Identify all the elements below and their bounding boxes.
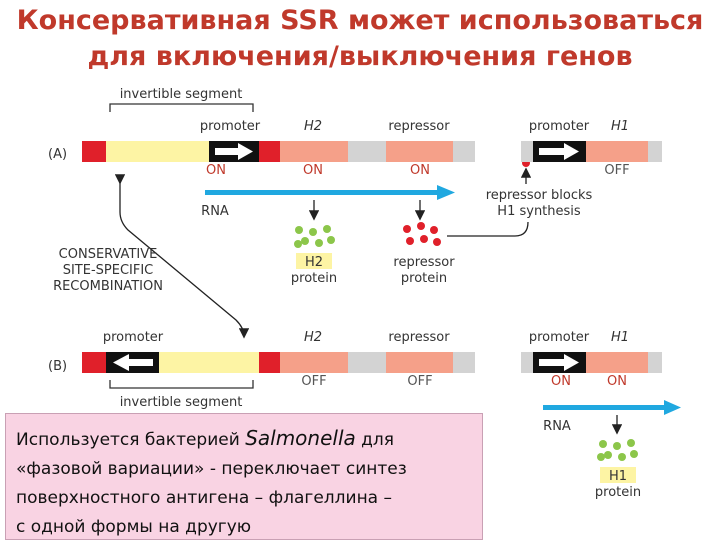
promoter-arrow-left-b bbox=[113, 354, 153, 371]
spacer-a bbox=[348, 141, 386, 162]
note-line-2: «фазовой вариации» - переключает синтез bbox=[16, 459, 407, 479]
repressor-label-a: repressor bbox=[388, 119, 450, 134]
h1-promoter-label-a: promoter bbox=[529, 119, 590, 134]
promoter-label-a: promoter bbox=[200, 119, 261, 134]
panel-b-label: (B) bbox=[48, 359, 67, 374]
off-h2-b: OFF bbox=[301, 374, 326, 389]
repressor-connector-line bbox=[447, 221, 529, 237]
on-repressor-a: ON bbox=[410, 163, 430, 178]
on-h2-a: ON bbox=[303, 163, 323, 178]
rna-arrow-a bbox=[205, 185, 455, 200]
note-line-4: с одной формы на другую bbox=[16, 517, 252, 537]
recombination-double-arrow bbox=[114, 174, 250, 339]
h2-protein-highlight bbox=[296, 253, 332, 269]
h1-protein-label: protein bbox=[595, 485, 641, 500]
invertible-segment-bracket-bottom bbox=[109, 380, 254, 389]
slide-title-line-2: для включения/выключения генов bbox=[87, 41, 633, 72]
h2-protein-label: protein bbox=[291, 271, 337, 286]
rna-label-a: RNA bbox=[201, 204, 229, 219]
spacer-end-b bbox=[453, 352, 475, 373]
invertible-segment-label-bottom: invertible segment bbox=[120, 395, 243, 410]
h1-spacer-b bbox=[521, 352, 533, 373]
recombination-site-right-a bbox=[259, 141, 280, 162]
h1-spacer-end-b bbox=[648, 352, 662, 373]
note-line-3: поверхностного антигена – флагеллина – bbox=[16, 488, 393, 508]
recombination-site-left-b bbox=[82, 352, 106, 373]
invertible-region-b bbox=[159, 352, 259, 373]
recombination-site-right-b bbox=[259, 352, 280, 373]
recombination-site-left-a bbox=[82, 141, 106, 162]
h1-gene-b bbox=[586, 352, 648, 373]
recombination-label-1: CONSERVATIVE bbox=[59, 247, 158, 262]
h1-spacer-end-a bbox=[648, 141, 662, 162]
note-line-1: Используется бактерией Salmonella для bbox=[16, 424, 472, 455]
h2-protein-gene-label: H2 bbox=[305, 255, 323, 270]
repressor-protein-label-2: protein bbox=[401, 271, 447, 286]
h1-spacer-a bbox=[521, 141, 533, 162]
h2-label-a: H2 bbox=[304, 119, 322, 134]
salmonella-note: Используется бактерией Salmonella для «ф… bbox=[5, 413, 483, 540]
promoter-arrow-right-a bbox=[215, 143, 253, 160]
repressor-label-b: repressor bbox=[388, 330, 450, 345]
repressor-protein-label-1: repressor bbox=[393, 255, 455, 270]
h1-promoter-arrow-a bbox=[539, 143, 579, 160]
note-text-1a: Используется бактерией bbox=[16, 430, 246, 450]
spacer-b bbox=[348, 352, 386, 373]
h2-label-b: H2 bbox=[304, 330, 322, 345]
h1-label-b: H1 bbox=[611, 330, 629, 345]
off-repressor-b: OFF bbox=[407, 374, 432, 389]
h2-protein-dots bbox=[294, 225, 335, 248]
off-h1-a: OFF bbox=[604, 163, 629, 178]
note-salmonella: Salmonella bbox=[245, 426, 356, 450]
recombination-label-3: RECOMBINATION bbox=[53, 279, 163, 294]
recombination-label-2: SITE-SPECIFIC bbox=[63, 263, 154, 278]
rna-arrow-b bbox=[543, 400, 681, 415]
rna-label-b: RNA bbox=[543, 419, 571, 434]
invertible-region-a bbox=[106, 141, 209, 162]
repressor-gene-b bbox=[386, 352, 453, 373]
repressor-gene-a bbox=[386, 141, 453, 162]
h1-promoter-label-b: promoter bbox=[529, 330, 590, 345]
h1-gene-a bbox=[586, 141, 648, 162]
h1-protein-gene-label: H1 bbox=[609, 469, 627, 484]
on-promoter-a: ON bbox=[206, 163, 226, 178]
h2-gene-a bbox=[280, 141, 348, 162]
repressor-blocks-label-2: H1 synthesis bbox=[497, 204, 581, 219]
note-text-1c: для bbox=[355, 430, 395, 450]
h1-label-a: H1 bbox=[611, 119, 629, 134]
repressor-blocks-label-1: repressor blocks bbox=[486, 188, 593, 203]
panel-a-label: (A) bbox=[48, 147, 67, 162]
h2-gene-b bbox=[280, 352, 348, 373]
promoter-label-b: promoter bbox=[103, 330, 164, 345]
h1-protein-dots bbox=[597, 439, 638, 461]
on-h1-promoter-b: ON bbox=[551, 374, 571, 389]
on-h1-gene-b: ON bbox=[607, 374, 627, 389]
invertible-segment-label-top: invertible segment bbox=[120, 87, 243, 102]
h1-promoter-arrow-b bbox=[539, 354, 579, 371]
repressor-protein-dots bbox=[403, 222, 441, 246]
slide-title-line-1: Консервативная SSR может использоваться bbox=[16, 5, 704, 36]
h1-protein-highlight bbox=[600, 467, 636, 483]
invertible-segment-bracket-top bbox=[109, 103, 254, 112]
spacer-end-a bbox=[453, 141, 475, 162]
